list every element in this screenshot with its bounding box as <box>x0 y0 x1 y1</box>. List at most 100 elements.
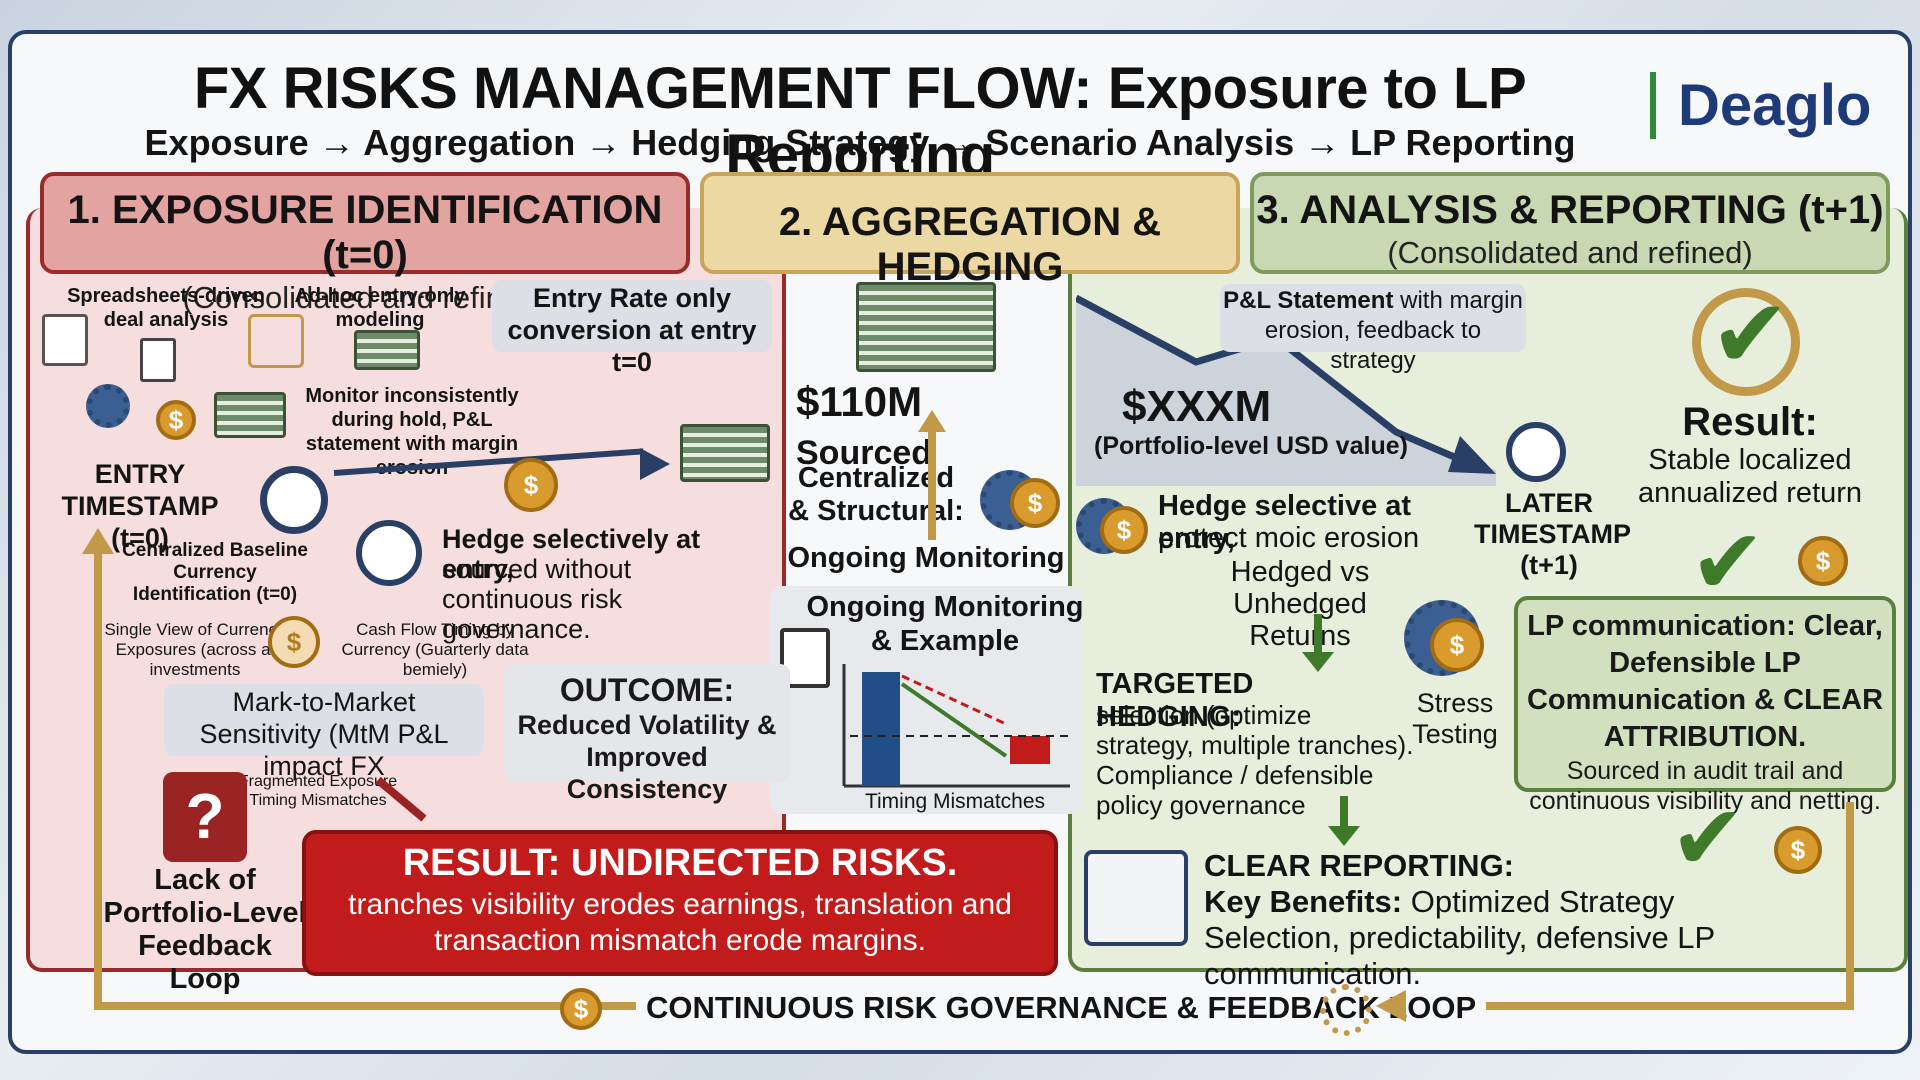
analysis-magnifier-icon <box>356 520 422 586</box>
stage1-hedge-label: Hedge selectively at entry, <box>442 524 701 584</box>
page-subtitle: Exposure → Aggregation → Hedging Strateg… <box>144 122 1576 163</box>
check-icon: ✔ <box>1710 281 1791 388</box>
cash-stack-icon <box>856 282 996 372</box>
later-timestamp-label: LATER TIMESTAMP (t+1) <box>1474 488 1631 580</box>
stage1-result-title: RESULT: UNDIRECTED RISKS. <box>402 842 958 884</box>
sourced-amount: $110M <box>796 378 923 425</box>
dollar-coin-icon: $ <box>156 400 196 440</box>
clock-icon <box>260 466 328 534</box>
chart-bar-unhedged <box>1010 736 1050 764</box>
loop-left-line <box>94 542 102 1010</box>
stress-testing-label: Stress Testing <box>1412 688 1498 749</box>
stage3-result-body: Stable localized annualized return <box>1637 444 1863 509</box>
brand-logo: Deaglo <box>1650 72 1871 139</box>
stage1-subtitle: (Consolidated and refined) <box>182 280 548 315</box>
fragmented-label: Fragmented Exposure Timing Mismatches <box>238 773 398 809</box>
stage1-title: 1. EXPOSURE IDENTIFICATION (t=0) <box>67 188 663 277</box>
pl-label-rest: with margin erosion, feedback to strateg… <box>1264 287 1523 374</box>
centralized-arrow-head <box>918 410 946 432</box>
monitoring-chart <box>842 664 1070 788</box>
gear-icon <box>86 384 130 428</box>
lp-communication-box: LP communication: Clear, Defensible LP C… <box>1514 596 1896 815</box>
mtm-label: Mark-to-Market Sensitivity (MtM P&L impa… <box>199 687 449 781</box>
stage3-hedge-rest: protect moic erosion <box>1158 522 1420 554</box>
hedged-vs-label: Hedged vs Unhedged Returns <box>1230 556 1370 652</box>
clock-icon <box>1506 422 1566 482</box>
mtm-bubble <box>164 684 484 756</box>
outcome-title: OUTCOME: <box>559 672 735 708</box>
entry-timestamp-label: ENTRY TIMESTAMP (t=0) <box>61 459 219 553</box>
outcome-box: OUTCOME: Reduced Volatility & Improved C… <box>504 664 790 804</box>
dollar-gear-icon: $ <box>1798 536 1848 586</box>
value-arrow-head <box>1448 436 1496 474</box>
outcome-body: Reduced Volatility & Improved Consistenc… <box>517 710 777 804</box>
loop-up-arrow <box>82 528 114 554</box>
stage1-header: 1. EXPOSURE IDENTIFICATION (t=0) (Consol… <box>40 172 690 315</box>
dollar-euro-coin-icon: $ <box>1010 478 1060 528</box>
reporting-dashboard-icon <box>1084 850 1188 946</box>
down-arrow-line <box>1340 796 1348 830</box>
clear-reporting-bold: Key Benefits: <box>1204 884 1403 919</box>
lp-title: LP communication: Clear, Defensible LP C… <box>1526 610 1884 753</box>
sourced-label: Sourced <box>796 434 933 472</box>
stage1-result-body: tranches visibility erodes earnings, tra… <box>348 888 1012 957</box>
check-icon: ✔ <box>1670 789 1746 889</box>
stage3-hedge-label: Hedge selective at entry, <box>1158 490 1412 555</box>
cash-flow-label: Cash Flow Timing by Currency (Guarterly … <box>341 620 529 679</box>
stage3-subtitle: (Consolidated and refined) <box>1387 235 1753 270</box>
centralized-arrow-line <box>928 426 936 540</box>
cash-stack-icon <box>354 330 420 370</box>
loop-left-arrow-head <box>1376 990 1406 1022</box>
adhoc-label: Ad-hoc entry-only modeling <box>294 285 466 331</box>
value-area <box>1076 298 1496 486</box>
portfolio-value-label: (Portfolio-level USD value) <box>1094 432 1408 460</box>
centralized-baseline-label: Centralized Baseline Currency Identifica… <box>122 540 308 605</box>
cash-stack-icon <box>680 424 770 482</box>
gear-icon <box>1320 984 1372 1036</box>
stage3-title: 3. ANALYSIS & REPORTING (t+1) <box>1256 188 1884 232</box>
single-view-label: Single View of Currency Exposures (acros… <box>104 620 286 679</box>
entry-rate-label: Entry Rate only conversion at entry t=0 <box>507 283 757 377</box>
clear-reporting-body-row: Key Benefits: Optimized Strategy Selecti… <box>1204 884 1784 992</box>
loop-right-line <box>1846 802 1854 1010</box>
currency-cycle-icon: $ <box>268 616 320 668</box>
lp-body: Sourced in audit trail and continuous vi… <box>1529 757 1881 815</box>
portfolio-value: $XXXM <box>1122 382 1272 431</box>
down-arrow-head <box>1328 826 1360 846</box>
down-arrow-head <box>1302 652 1334 672</box>
pl-label-bold: P&L Statement <box>1223 287 1394 314</box>
dollar-euro-coin-icon: $ <box>504 458 558 512</box>
down-arrow-line <box>1314 614 1322 658</box>
monitoring-example-title: Ongoing Monitoring & Example <box>806 591 1084 657</box>
stage3-header: 3. ANALYSIS & REPORTING (t+1) (Consolida… <box>1250 172 1890 274</box>
stage2-header: 2. AGGREGATION & HEDGING <box>700 172 1240 289</box>
centralized-structural-label: Centralized & Structural: <box>788 462 964 527</box>
document-icon <box>140 338 176 382</box>
chart-bar-hedged <box>862 672 900 786</box>
question-icon: ? <box>163 772 247 862</box>
sourced-amount-row: $110M Sourced <box>796 378 1066 474</box>
dollar-euro-coin-icon: $ <box>1100 506 1148 554</box>
dollar-gear-icon: $ <box>1774 826 1822 874</box>
targeted-hedging-title: TARGETED HEDGING: <box>1096 668 1254 733</box>
stage1-hedge-rest: sourced without continuous risk governan… <box>442 554 632 644</box>
stage1-result-box: RESULT: UNDIRECTED RISKS. tranches visib… <box>302 830 1058 976</box>
entry-rate-bubble <box>492 280 772 352</box>
result-check-circle <box>1692 288 1800 396</box>
chart-trend-solid <box>900 682 1008 758</box>
pl-label-row: P&L Statement with margin erosion, feedb… <box>1222 286 1524 376</box>
cash-stack-icon <box>214 392 286 438</box>
chart-trend-dashed <box>901 674 1007 726</box>
pl-bubble <box>1220 284 1526 352</box>
chart-flow-icon <box>248 314 304 368</box>
clear-reporting-title: CLEAR REPORTING: <box>1204 848 1514 883</box>
lack-feedback-label: Lack of Portfolio-Level Feedback Loop <box>103 864 307 995</box>
ongoing-monitoring-label: Ongoing Monitoring <box>787 542 1065 574</box>
entry-arrow-head <box>640 448 670 480</box>
stage2-title: 2. AGGREGATION & HEDGING <box>778 200 1162 289</box>
stage3-result-title: Result: <box>1682 400 1818 444</box>
spreadsheets-label: Spreadsheets-driven deal analysis <box>67 285 265 331</box>
targeted-hedging-body: selection (optimize strategy, multiple t… <box>1096 700 1414 820</box>
clear-reporting-body: Optimized Strategy Selection, predictabi… <box>1204 884 1715 991</box>
dollar-gear-icon: $ <box>560 988 602 1030</box>
